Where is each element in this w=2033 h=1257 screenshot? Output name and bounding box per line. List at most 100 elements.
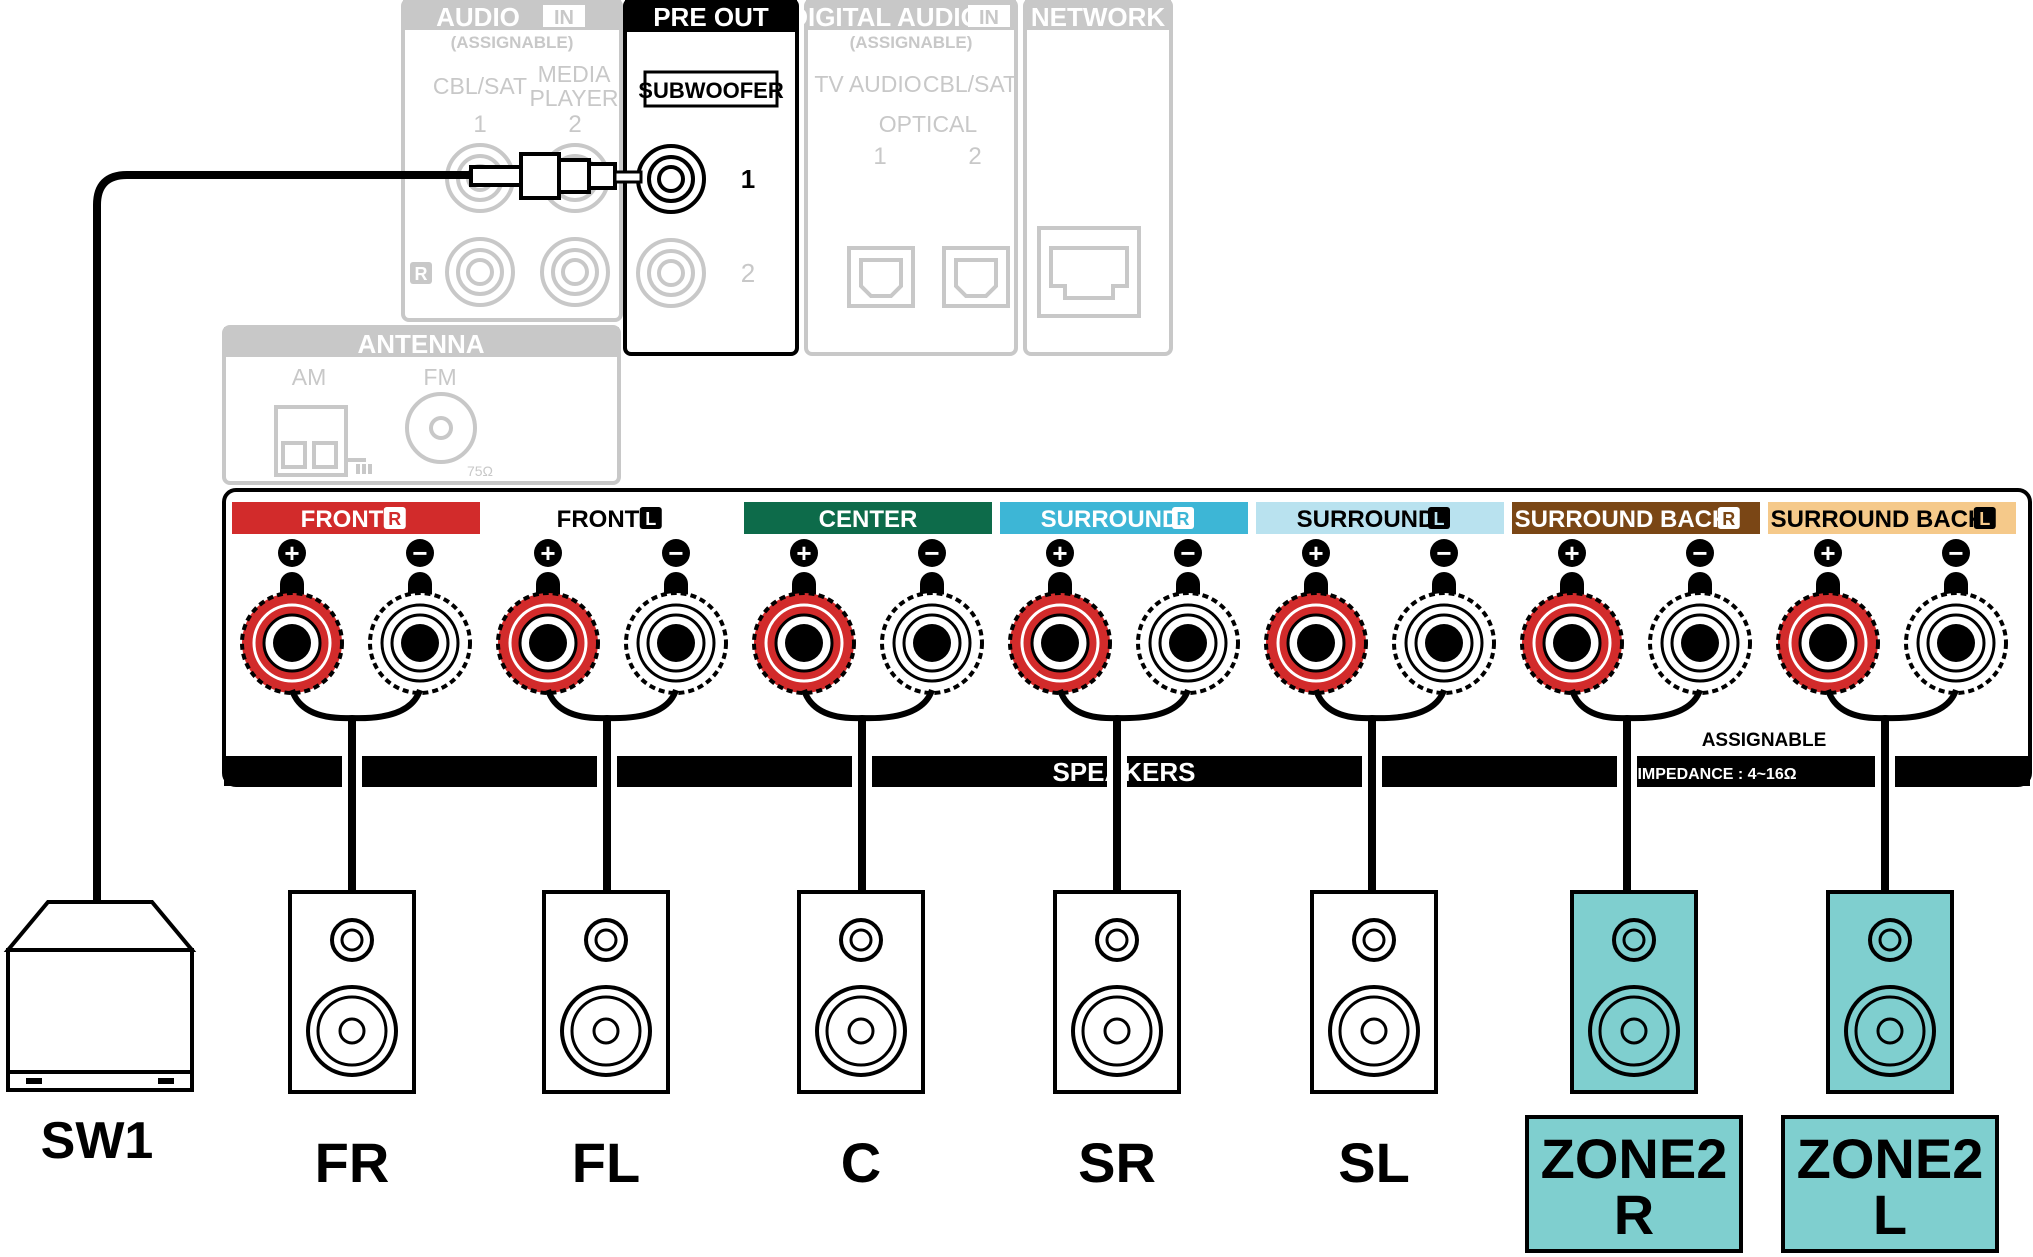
pre-out-panel: PRE OUT SUBWOOFER 1 2 bbox=[623, 0, 799, 356]
plus-icon bbox=[534, 539, 562, 567]
speaker-label-channel: R bbox=[1614, 1183, 1654, 1246]
audio-in-player-label: PLAYER bbox=[529, 85, 618, 111]
assignable-label: ASSIGNABLE bbox=[1702, 730, 1827, 751]
channel-badge-bg bbox=[383, 507, 406, 529]
channel-label-bg bbox=[744, 502, 992, 534]
subwoofer-jack-2[interactable] bbox=[636, 238, 706, 308]
plus-icon bbox=[790, 539, 818, 567]
antenna-am-label: AM bbox=[292, 364, 327, 390]
zone-label-box bbox=[1525, 1115, 1743, 1253]
antenna-panel: ANTENNA AM FM 75Ω bbox=[222, 325, 621, 485]
minus-icon bbox=[1430, 539, 1458, 567]
speaker-1: FL bbox=[542, 890, 670, 1194]
channel-badge-l: L bbox=[1979, 509, 1990, 529]
speakers-label: SPEAKERS bbox=[1052, 757, 1195, 787]
minus-icon bbox=[1942, 539, 1970, 567]
terminal-positive[interactable]: + bbox=[1264, 538, 1368, 695]
audio-in-panel: AUDIO IN (ASSIGNABLE) CBL/SAT MEDIA PLAY… bbox=[401, 0, 623, 322]
plus-sign: + bbox=[1308, 538, 1323, 568]
channel-label-text: FRONT bbox=[557, 506, 640, 533]
speaker-label: FR bbox=[315, 1131, 390, 1194]
antenna-ohm-label: 75Ω bbox=[467, 463, 493, 479]
channel-label-2: CENTER bbox=[744, 502, 992, 534]
plus-sign: + bbox=[1564, 538, 1579, 568]
fm-jack bbox=[405, 392, 477, 464]
speaker-label: SL bbox=[1338, 1131, 1410, 1194]
plus-sign: + bbox=[1820, 538, 1835, 568]
minus-sign: − bbox=[1692, 538, 1707, 568]
minus-icon bbox=[1174, 539, 1202, 567]
channel-label-text: SURROUND bbox=[1297, 506, 1436, 533]
digital-num-1: 1 bbox=[873, 143, 886, 170]
channel-label-text: SURROUND BACK bbox=[1771, 506, 1986, 533]
minus-sign: − bbox=[1948, 538, 1963, 568]
terminal-negative[interactable]: − bbox=[1136, 538, 1240, 695]
channel-label-text: CENTER bbox=[819, 506, 918, 533]
channel-badge-bg bbox=[1717, 507, 1740, 529]
plus-icon bbox=[1558, 539, 1586, 567]
channel-badge-bg bbox=[639, 507, 662, 529]
digital-audio-sub: (ASSIGNABLE) bbox=[850, 33, 973, 52]
digital-tv-audio-label: TV AUDIO bbox=[814, 71, 921, 97]
speaker-0: FR bbox=[288, 890, 416, 1194]
audio-in-title: AUDIO bbox=[436, 2, 520, 32]
plus-icon bbox=[1302, 539, 1330, 567]
speaker-label-zone: ZONE2 bbox=[1541, 1127, 1728, 1190]
speaker-cables bbox=[289, 688, 1959, 903]
digital-cblsat-label: CBL/SAT bbox=[923, 71, 1017, 97]
impedance-label: IMPEDANCE : 4~16Ω bbox=[1637, 766, 1796, 783]
optical-ports bbox=[847, 246, 1010, 308]
subwoofer-cable bbox=[93, 171, 520, 900]
terminal-positive[interactable]: + bbox=[752, 538, 856, 695]
speaker-label: FL bbox=[572, 1131, 640, 1194]
plus-sign: + bbox=[796, 538, 811, 568]
digital-audio-title: DIGITAL AUDIO bbox=[789, 2, 981, 32]
terminal-negative[interactable]: − bbox=[1392, 538, 1496, 695]
audio-in-media-label: MEDIA bbox=[538, 61, 612, 87]
digital-audio-badge: IN bbox=[979, 7, 999, 29]
minus-sign: − bbox=[924, 538, 939, 568]
audio-in-channel-r: R bbox=[415, 264, 428, 284]
speaker-2: C bbox=[797, 890, 925, 1194]
pre-out-title: PRE OUT bbox=[653, 2, 769, 32]
audio-in-badge: IN bbox=[554, 7, 574, 29]
terminal-negative[interactable]: − bbox=[1648, 538, 1752, 695]
audio-in-num-2: 2 bbox=[568, 111, 581, 138]
audio-in-num-1: 1 bbox=[473, 111, 486, 138]
terminal-positive[interactable]: + bbox=[1776, 538, 1880, 695]
terminal-positive[interactable]: + bbox=[240, 538, 344, 695]
channel-label-text: SURROUND bbox=[1041, 506, 1180, 533]
plus-sign: + bbox=[540, 538, 555, 568]
minus-sign: − bbox=[1436, 538, 1451, 568]
terminal-negative[interactable]: − bbox=[1904, 538, 2008, 695]
terminal-positive[interactable]: + bbox=[1520, 538, 1624, 695]
plus-sign: + bbox=[284, 538, 299, 568]
terminal-negative[interactable]: − bbox=[368, 538, 472, 695]
plus-icon bbox=[278, 539, 306, 567]
channel-label-text: FRONT bbox=[301, 506, 384, 533]
network-title: NETWORK bbox=[1031, 2, 1166, 32]
channel-badge-r: R bbox=[388, 509, 401, 529]
minus-icon bbox=[918, 539, 946, 567]
minus-icon bbox=[406, 539, 434, 567]
terminal-positive[interactable]: + bbox=[1008, 538, 1112, 695]
audio-in-cblsat-label: CBL/SAT bbox=[433, 73, 527, 99]
channel-badge-l: L bbox=[1434, 509, 1445, 529]
terminal-negative[interactable]: − bbox=[624, 538, 728, 695]
terminal-positive[interactable]: + bbox=[496, 538, 600, 695]
speaker-label-channel: L bbox=[1873, 1183, 1907, 1246]
terminal-negative[interactable]: − bbox=[880, 538, 984, 695]
channel-badge-bg bbox=[1428, 507, 1450, 529]
subwoofer-label: SW1 bbox=[41, 1112, 154, 1170]
network-panel: NETWORK bbox=[1023, 0, 1173, 356]
minus-sign: − bbox=[1180, 538, 1195, 568]
